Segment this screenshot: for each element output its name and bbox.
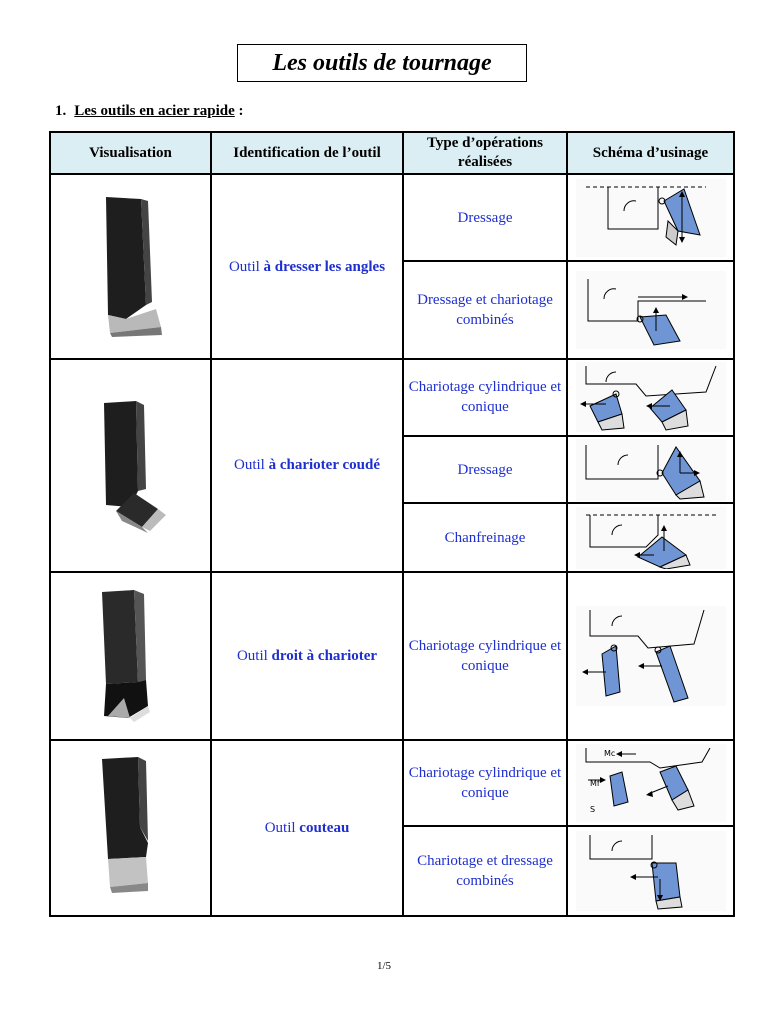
header-schema: Schéma d’usinage bbox=[566, 130, 735, 176]
schema-cell bbox=[566, 570, 735, 742]
tool-droit-charioter-photo bbox=[101, 589, 150, 722]
operation-cell: Dressage bbox=[402, 435, 568, 504]
table-row: Chanfreinage bbox=[50, 502, 735, 573]
schema-cell bbox=[566, 435, 735, 504]
table-row: Outil à dresser les angles Dressage bbox=[49, 173, 735, 360]
section-heading: 1.Les outils en acier rapide : bbox=[55, 103, 244, 119]
tool-couteau-photo bbox=[101, 757, 148, 894]
page-title: Les outils de tournage bbox=[237, 44, 527, 82]
schema-chariotage-icon: Mc Mf S bbox=[575, 743, 726, 822]
mc-label: Mc bbox=[604, 749, 615, 758]
table-row: Outil à charioter coudé Chariotage cylin… bbox=[49, 357, 735, 573]
schema-chariotage-icon bbox=[575, 362, 726, 433]
visualisation-cell bbox=[49, 570, 212, 742]
schema-dressage-icon bbox=[575, 438, 726, 501]
mf-label: Mf bbox=[590, 779, 600, 788]
operation-cell: Chariotage et dressage combinés bbox=[402, 824, 568, 918]
identification-cell: Outil couteau bbox=[210, 739, 404, 917]
tool-charioter-coude-photo bbox=[103, 401, 166, 534]
schema-cell bbox=[566, 173, 735, 262]
schema-dressage-icon bbox=[575, 178, 726, 257]
schema-chariotage-dressage-icon bbox=[575, 830, 726, 911]
operation-cell: Chariotage cylindrique et conique bbox=[402, 570, 568, 742]
header-identification: Identification de l’outil bbox=[210, 130, 404, 176]
table-row: Chariotage et dressage combinés bbox=[50, 824, 735, 918]
table-row: Outil droit à charioter Chariotage cylin… bbox=[49, 570, 735, 742]
operation-cell: Chanfreinage bbox=[402, 502, 568, 573]
schema-cell bbox=[566, 357, 735, 437]
operation-cell: Dressage bbox=[402, 173, 568, 262]
schema-dressage-chariotage-icon bbox=[575, 271, 726, 350]
identification-cell: Outil à charioter coudé bbox=[210, 357, 404, 573]
identification-cell: Outil à dresser les angles bbox=[210, 173, 404, 360]
schema-cell bbox=[566, 824, 735, 918]
operation-cell: Dressage et chariotage combinés bbox=[402, 260, 568, 360]
page-number: 1/5 bbox=[376, 960, 392, 972]
visualisation-cell bbox=[49, 739, 212, 917]
table-row: Outil couteau Chariotage cylindrique et … bbox=[49, 739, 735, 917]
table-row: Dressage bbox=[50, 435, 735, 504]
schema-chanfreinage-icon bbox=[575, 506, 726, 569]
table-header-row: Visualisation Identification de l’outil … bbox=[49, 130, 735, 176]
visualisation-cell bbox=[49, 173, 212, 360]
schema-cell bbox=[566, 260, 735, 360]
identification-cell: Outil droit à charioter bbox=[210, 570, 404, 742]
schema-cell: Mc Mf S bbox=[566, 739, 735, 827]
s-label: S bbox=[590, 805, 595, 814]
header-visualisation: Visualisation bbox=[49, 130, 212, 176]
table-row: Dressage et chariotage combinés bbox=[50, 260, 735, 360]
operation-cell: Chariotage cylindrique et conique bbox=[402, 357, 568, 437]
visualisation-cell bbox=[49, 357, 212, 573]
header-operations: Type d’opérations réalisées bbox=[402, 130, 568, 176]
operation-cell: Chariotage cylindrique et conique bbox=[402, 739, 568, 827]
tool-dresser-angles-photo bbox=[105, 196, 162, 337]
schema-chariotage-icon bbox=[575, 605, 726, 706]
tools-table: Visualisation Identification de l’outil … bbox=[49, 130, 735, 918]
schema-cell bbox=[566, 502, 735, 573]
